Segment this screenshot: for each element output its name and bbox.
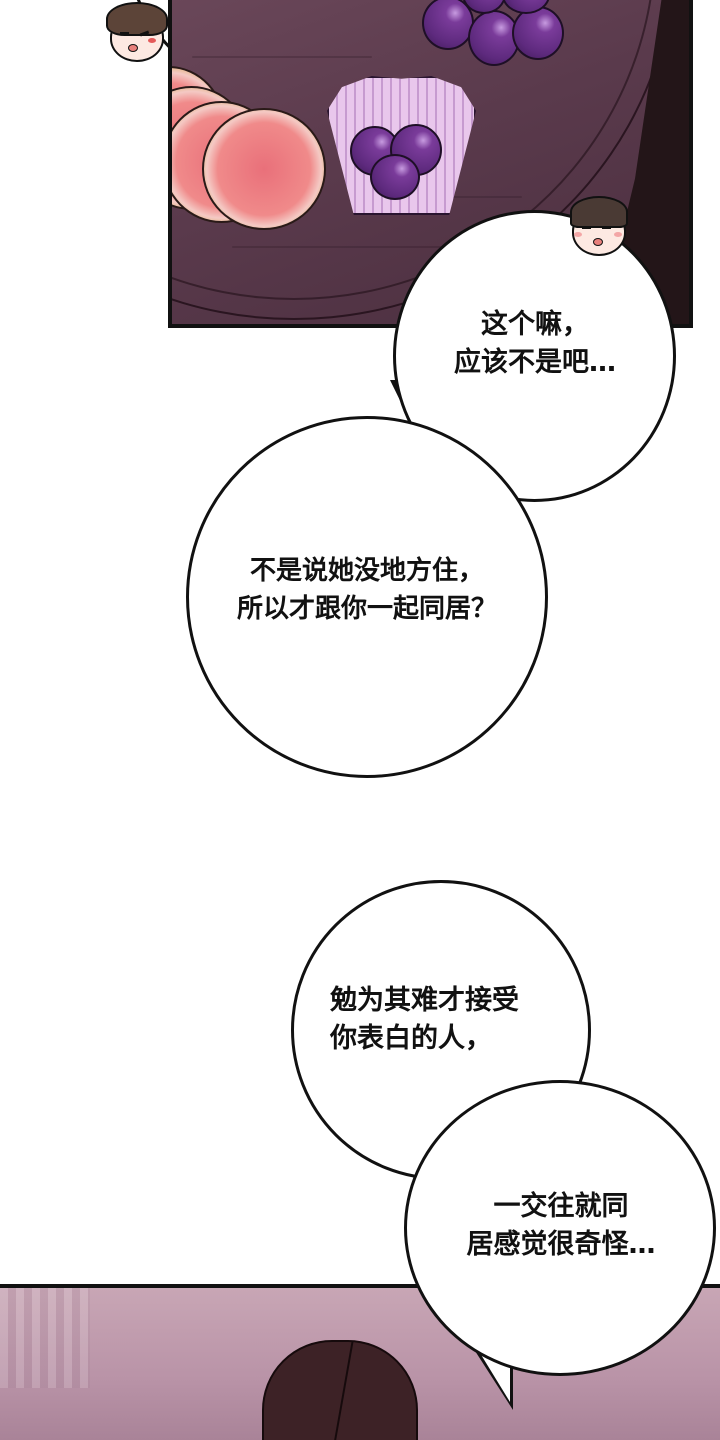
grape	[422, 0, 474, 50]
chibi-mouth	[128, 44, 138, 52]
speech-bubble-2	[186, 416, 548, 778]
chibi-eye	[120, 32, 129, 35]
bubble-1-text: 这个嘛， 应该不是吧…	[454, 309, 616, 378]
chibi-mouth	[593, 238, 603, 246]
baseball-cap	[262, 1340, 418, 1440]
chibi-hair	[106, 2, 168, 36]
anger-mark	[148, 38, 156, 43]
bubble-4-text: 一交往就同 居感觉很奇怪…	[466, 1191, 656, 1260]
chibi-eye	[582, 226, 591, 229]
grape	[512, 6, 564, 60]
chibi-blush	[614, 232, 622, 237]
bubble-3-text: 勉为其难才接受 你表白的人，	[330, 985, 519, 1054]
grapefruit-slice	[202, 108, 326, 230]
chibi-annoyed	[104, 2, 168, 62]
bubble-2-text: 不是说她没地方住， 所以才跟你一起同居？	[236, 556, 497, 624]
cap-seam	[328, 1342, 354, 1440]
chibi-eye	[602, 226, 611, 229]
chibi-cap	[566, 196, 628, 256]
curtain	[0, 1288, 90, 1388]
speech-bubble-4	[404, 1080, 716, 1376]
chibi-blush	[574, 232, 582, 237]
grape	[370, 154, 420, 200]
chibi-cap-hat	[570, 196, 628, 228]
